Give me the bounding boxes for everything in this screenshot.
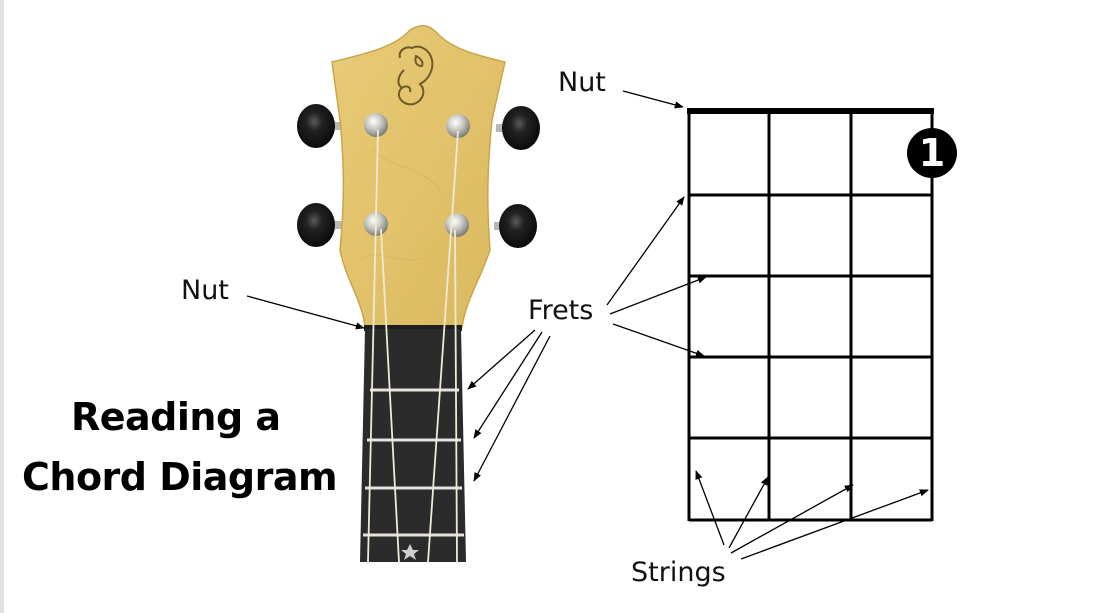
tuning-peg-right-top: [496, 106, 540, 150]
strings-arrow-2: [728, 476, 769, 549]
page-title-line-2: Chord Diagram: [22, 455, 338, 499]
fret-wires: [363, 388, 464, 537]
strings-label: Strings: [631, 557, 726, 588]
ukulele-nut: [364, 325, 462, 331]
left-edge-border: [0, 0, 4, 613]
frets-arrow-photo-2: [473, 331, 543, 439]
star-inlay-icon: [401, 544, 419, 560]
frets-arrow-diagram-3: [612, 323, 705, 357]
string-post-1: [364, 113, 388, 137]
tuning-peg-left-top: [297, 104, 344, 148]
diagram-callout-arrows: [606, 90, 929, 560]
tuning-peg-right-bottom: [494, 204, 537, 248]
strings-arrow-3: [730, 484, 854, 554]
tuning-peg-left-bottom: [297, 203, 344, 247]
ukulele-strings: [367, 129, 459, 563]
page-title-line-1: Reading a: [71, 395, 281, 439]
frets-arrow-photo-1: [467, 329, 536, 390]
frets-arrow-photo-3: [473, 335, 551, 482]
nut-label-photo: Nut: [181, 275, 229, 306]
strings-arrow-4: [740, 489, 929, 560]
nut-arrow-diagram: [622, 90, 684, 109]
headstock-logo-icon: [397, 45, 434, 106]
finger-dot: [907, 128, 957, 178]
photo-callout-arrows: [246, 295, 551, 482]
headstock-wood: [331, 25, 506, 328]
finger-number: 1: [918, 131, 946, 175]
nut-arrow-photo: [246, 295, 365, 330]
chord-diagram-grid: [687, 108, 934, 522]
frets-arrow-diagram-2: [609, 276, 707, 315]
fretboard: [360, 329, 466, 562]
string-post-2: [446, 114, 470, 138]
frets-arrow-diagram-1: [606, 196, 685, 306]
string-post-4: [445, 213, 469, 237]
ukulele-neck: [360, 325, 466, 562]
ukulele-headstock: [297, 25, 540, 328]
strings-arrow-1: [695, 470, 725, 546]
frets-label: Frets: [528, 295, 594, 326]
nut-label-diagram: Nut: [558, 67, 606, 98]
